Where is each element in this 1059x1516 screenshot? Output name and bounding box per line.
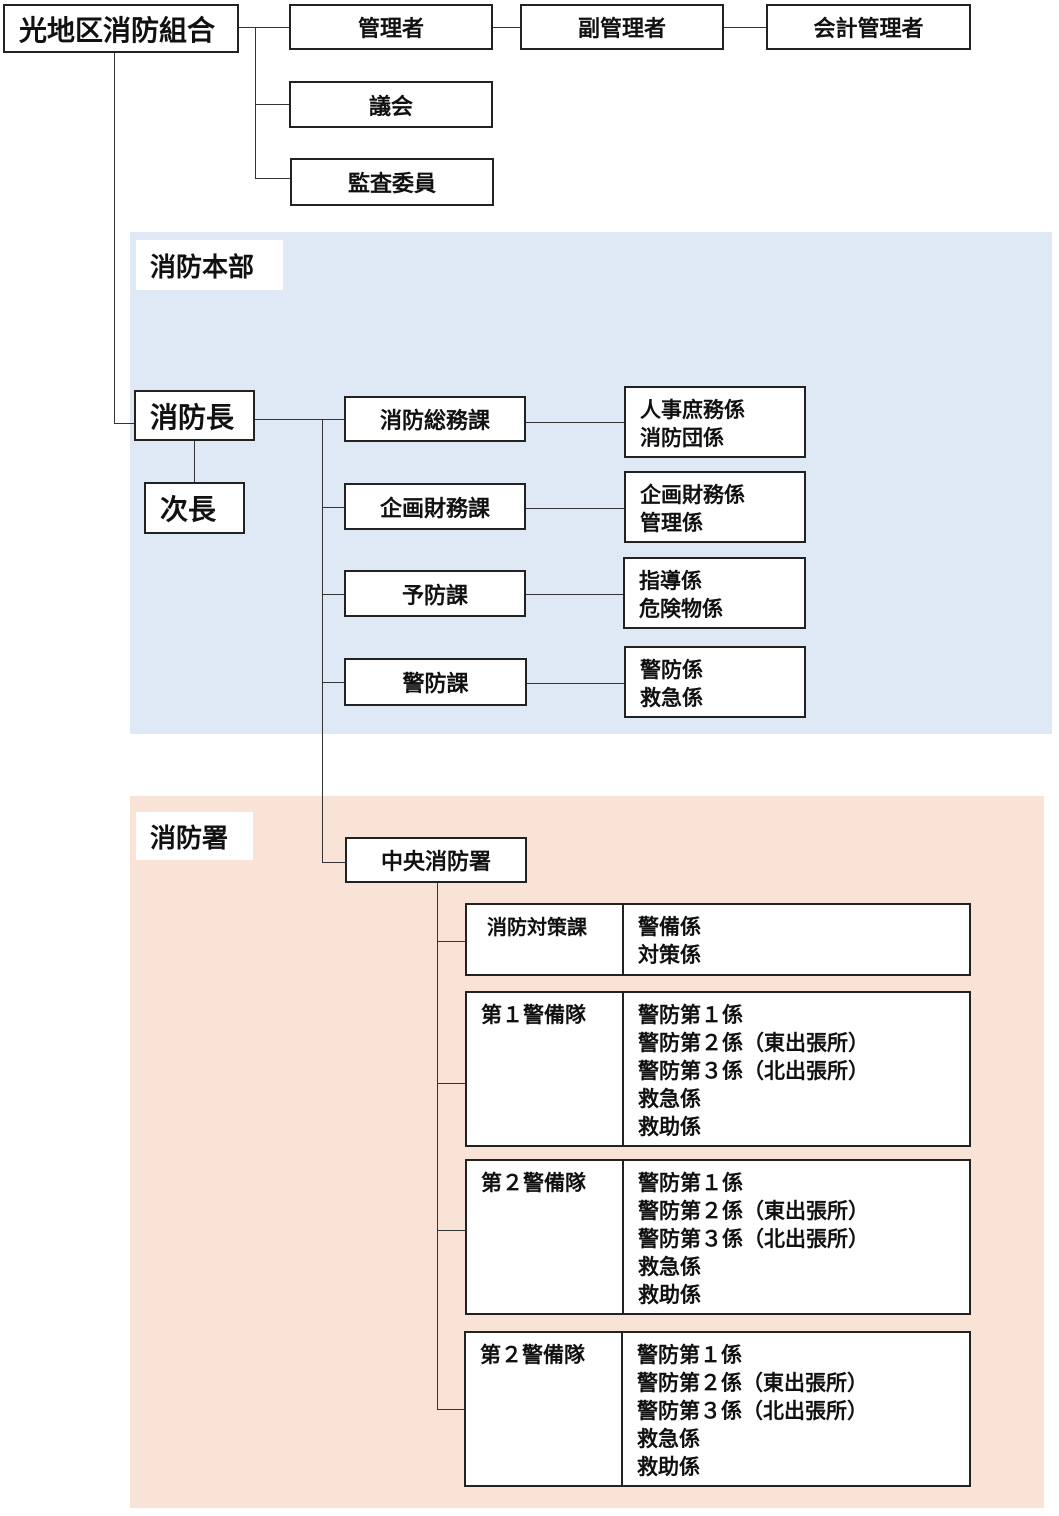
- section-label: 警防第１係: [637, 1343, 742, 1367]
- connector-unit-2: [437, 1083, 466, 1084]
- section-label: 警防第２係（東出張所）: [638, 1199, 869, 1223]
- section-label: 救急係: [638, 1087, 701, 1111]
- section-label: 警備係: [638, 915, 701, 939]
- section-label: 企画財務係: [640, 483, 745, 507]
- connector-section-3: [525, 594, 625, 595]
- section-label: 指導係: [639, 569, 702, 593]
- division-box: 消防総務課: [344, 396, 526, 442]
- union-box: 光地区消防組合: [3, 4, 239, 53]
- chief-box: 消防長: [134, 390, 255, 441]
- section-label: 救急係: [638, 1255, 701, 1279]
- connector-section-1: [525, 422, 625, 423]
- section-box: 人事庶務係 消防団係: [624, 386, 806, 458]
- section-box: 企画財務係 管理係: [624, 471, 806, 543]
- headquarters-label: 消防本部: [136, 240, 283, 290]
- connector-station: [322, 862, 346, 863]
- connector-union-manager: [238, 27, 290, 28]
- connector-division-2: [322, 507, 345, 508]
- connector-vice-accountant: [722, 27, 767, 28]
- section-label: 管理係: [640, 511, 703, 535]
- unit-name: 第１警備隊: [467, 993, 624, 1145]
- connector-auditor: [255, 178, 291, 179]
- connector-division-4: [322, 682, 345, 683]
- fire-station-label: 消防署: [136, 812, 253, 860]
- section-box: 指導係 危険物係: [623, 557, 806, 629]
- section-label: 警防係: [640, 658, 703, 682]
- section-box: 警防係 救急係: [624, 646, 806, 718]
- section-label: 対策係: [638, 943, 701, 967]
- section-label: 警防第２係（東出張所）: [637, 1371, 868, 1395]
- headquarters-region: [130, 232, 1052, 734]
- connector-section-2: [525, 508, 625, 509]
- section-label: 救急係: [640, 686, 703, 710]
- connector-divisions-vertical: [322, 419, 323, 863]
- section-label: 救助係: [638, 1283, 701, 1307]
- unit-box: 消防対策課 警備係 対策係: [465, 903, 971, 976]
- central-station-box: 中央消防署: [345, 837, 527, 883]
- connector-units-vertical: [437, 882, 438, 1410]
- unit-box: 第１警備隊 警防第１係 警防第２係（東出張所） 警防第３係（北出張所） 救急係 …: [465, 991, 971, 1147]
- unit-box: 第２警備隊 警防第１係 警防第２係（東出張所） 警防第３係（北出張所） 救急係 …: [464, 1331, 971, 1487]
- auditor-box: 監査委員: [290, 158, 494, 206]
- manager-box: 管理者: [289, 4, 493, 50]
- section-label: 警防第１係: [638, 1171, 743, 1195]
- unit-sections: 警防第１係 警防第２係（東出張所） 警防第３係（北出張所） 救急係 救助係: [624, 1161, 869, 1313]
- section-label: 警防第２係（東出張所）: [638, 1031, 869, 1055]
- section-label: 警防第１係: [638, 1003, 743, 1027]
- deputy-box: 次長: [144, 482, 245, 534]
- connector-chief-deputy: [194, 440, 195, 484]
- division-box: 予防課: [344, 570, 526, 617]
- connector-unit-1: [437, 941, 466, 942]
- section-label: 救助係: [637, 1455, 700, 1479]
- unit-name: 第２警備隊: [466, 1333, 623, 1485]
- section-label: 危険物係: [639, 597, 723, 621]
- section-label: 警防第３係（北出張所）: [638, 1227, 869, 1251]
- section-label: 消防団係: [640, 426, 724, 450]
- connector-to-chief: [114, 423, 136, 424]
- connector-union-hq: [114, 52, 115, 424]
- connector-division-3: [322, 594, 345, 595]
- connector-unit-3: [437, 1230, 466, 1231]
- unit-sections: 警防第１係 警防第２係（東出張所） 警防第３係（北出張所） 救急係 救助係: [624, 993, 869, 1145]
- unit-name: 消防対策課: [467, 905, 624, 974]
- accountant-box: 会計管理者: [766, 4, 971, 50]
- section-label: 警防第３係（北出張所）: [637, 1399, 868, 1423]
- connector-chief-divisions: [253, 419, 345, 420]
- connector-governance-vertical: [255, 27, 256, 179]
- division-box: 企画財務課: [344, 483, 526, 530]
- vice-manager-box: 副管理者: [520, 4, 724, 50]
- section-label: 救急係: [637, 1427, 700, 1451]
- unit-box: 第２警備隊 警防第１係 警防第２係（東出張所） 警防第３係（北出張所） 救急係 …: [465, 1159, 971, 1315]
- connector-manager-vice: [492, 27, 522, 28]
- division-box: 警防課: [344, 658, 527, 706]
- unit-sections: 警防第１係 警防第２係（東出張所） 警防第３係（北出張所） 救急係 救助係: [623, 1333, 868, 1485]
- connector-section-4: [525, 683, 625, 684]
- connector-unit-4: [437, 1409, 466, 1410]
- connector-assembly: [255, 104, 290, 105]
- assembly-box: 議会: [289, 81, 493, 128]
- section-label: 救助係: [638, 1115, 701, 1139]
- section-label: 警防第３係（北出張所）: [638, 1059, 869, 1083]
- section-label: 人事庶務係: [640, 398, 745, 422]
- unit-sections: 警備係 対策係: [624, 905, 701, 974]
- unit-name: 第２警備隊: [467, 1161, 624, 1313]
